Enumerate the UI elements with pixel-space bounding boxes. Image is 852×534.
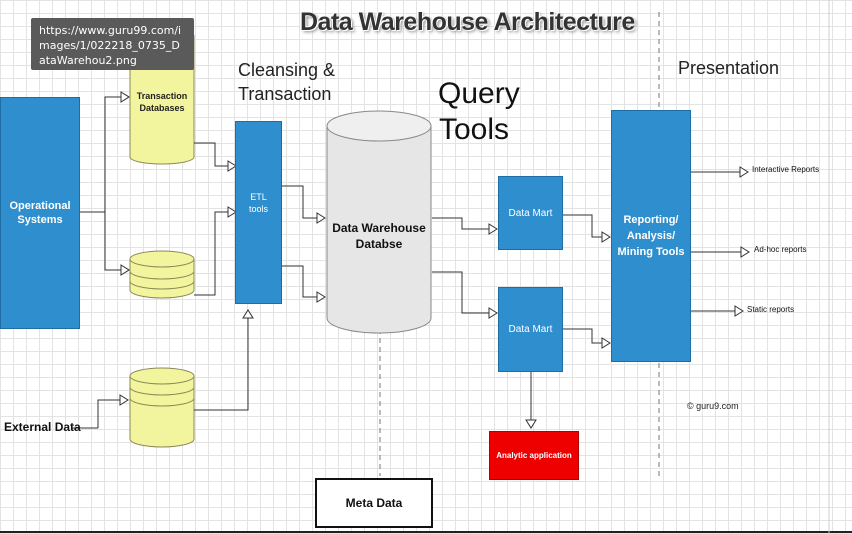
transaction-db-label: Transaction Databases: [130, 90, 194, 114]
data-warehouse-cylinder: [326, 110, 432, 334]
section-cleansing: Cleansing & Transaction: [238, 58, 335, 106]
external-data-label: External Data: [4, 420, 81, 434]
reporting-tools-box: Reporting/ Analysis/ Mining Tools: [611, 110, 691, 362]
operational-label-2: Systems: [17, 214, 63, 226]
output-static-reports: Static reports: [747, 305, 795, 314]
arrowheads: [119, 91, 750, 429]
reporting-label-3: Mining Tools: [617, 246, 685, 258]
image-url-tooltip: https://www.guru99.com/images/1/022218_0…: [31, 18, 194, 70]
etl-label-1: ETL: [250, 191, 267, 202]
operational-systems-box: Operational Systems: [0, 97, 80, 329]
analytic-application-box: Analytic application: [489, 431, 579, 480]
data-mart-2-box: Data Mart: [498, 287, 563, 372]
section-query: Query Tools: [438, 76, 520, 148]
section-presentation: Presentation: [678, 58, 780, 78]
data-warehouse-label-2: Databse: [355, 237, 403, 251]
transaction-db-label-1: Transaction: [136, 91, 188, 101]
reporting-label-1: Reporting/: [623, 214, 679, 226]
external-db-cylinder: [129, 367, 195, 448]
operational-label-1: Operational: [9, 200, 71, 212]
section-query-line-1: Query: [438, 77, 520, 110]
output-adhoc-reports: Ad-hoc reports: [754, 245, 807, 254]
section-cleansing-line-2: Transaction: [238, 84, 332, 104]
transaction-db-label-2: Databases: [139, 103, 185, 113]
etl-tools-box: ETL tools: [235, 121, 282, 304]
section-query-line-2: Tools: [438, 113, 510, 146]
connectors: [72, 96, 741, 429]
reporting-label-2: Analysis/: [626, 230, 676, 242]
output-interactive-reports: Interactive Reports: [752, 165, 820, 174]
diagram-title: Data Warehouse Architecture: [300, 8, 635, 36]
data-warehouse-label: Data Warehouse Databse: [327, 220, 431, 252]
meta-data-box: Meta Data: [315, 478, 433, 528]
data-mart-1-box: Data Mart: [498, 176, 563, 250]
source-db-cylinder: [129, 250, 195, 299]
copyright-text: © guru9.com: [687, 401, 739, 411]
data-warehouse-label-1: Data Warehouse: [332, 221, 426, 235]
section-cleansing-line-1: Cleansing &: [238, 60, 336, 80]
etl-label-2: tools: [248, 203, 268, 214]
